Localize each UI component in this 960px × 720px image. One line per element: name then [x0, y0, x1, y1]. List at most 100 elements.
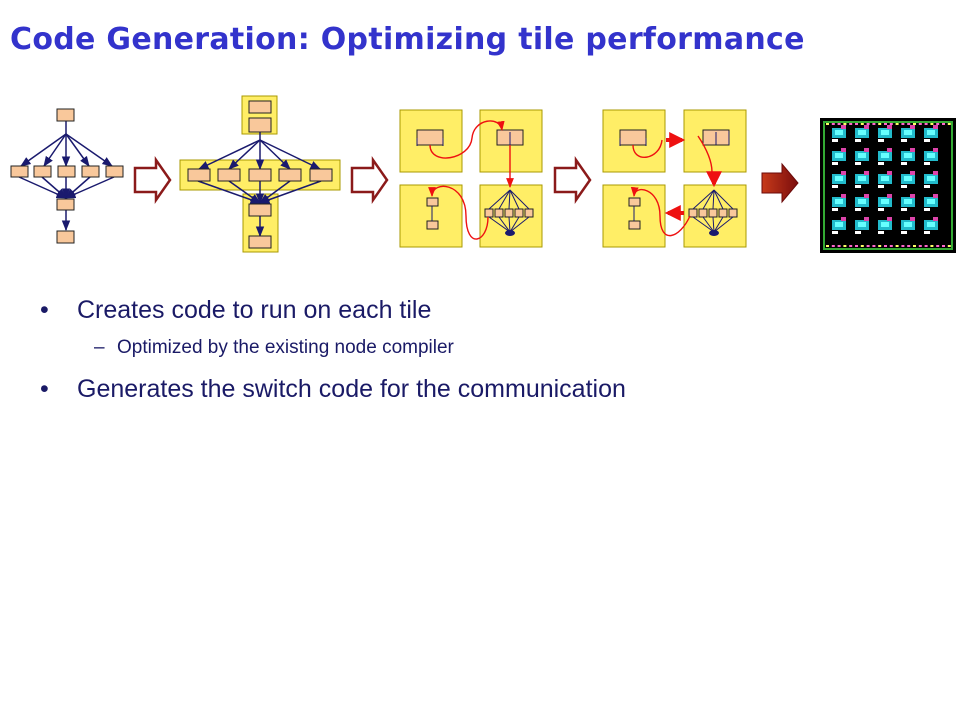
- chip-io: [947, 245, 951, 247]
- chip-io: [855, 245, 858, 247]
- chip-switch: [864, 148, 869, 152]
- chip-switch: [841, 217, 846, 221]
- chip-core: [881, 130, 889, 135]
- chip-switch: [887, 217, 892, 221]
- chip-io: [942, 245, 945, 247]
- chip-pad: [832, 139, 838, 142]
- chip-io: [913, 123, 916, 125]
- chip-io: [918, 245, 922, 247]
- chip-io: [849, 245, 853, 247]
- chip-pad: [878, 139, 884, 142]
- sub-bullet-item: – Optimized by the existing node compile…: [40, 337, 940, 359]
- chip-core: [881, 222, 889, 227]
- chip-io: [860, 123, 864, 125]
- chip-io: [837, 245, 841, 247]
- chip-pad: [901, 162, 907, 165]
- chip-io: [907, 245, 911, 247]
- chip-core: [881, 199, 889, 204]
- chip-switch: [841, 171, 846, 175]
- chip-io: [947, 123, 951, 125]
- chip-switch: [933, 171, 938, 175]
- chip-pad: [832, 231, 838, 234]
- chip-core: [904, 130, 912, 135]
- chip-io: [884, 123, 887, 125]
- chip-io: [860, 245, 864, 247]
- chip-switch: [910, 125, 915, 129]
- chip-io: [884, 245, 887, 247]
- chip-core: [835, 199, 843, 204]
- chip-switch: [841, 194, 846, 198]
- chip-pad: [901, 208, 907, 211]
- chip-pad: [855, 139, 861, 142]
- bullet-marker: •: [40, 296, 49, 324]
- chip-core: [927, 153, 935, 158]
- chip-pad: [901, 185, 907, 188]
- sub-bullet-marker: –: [94, 337, 105, 358]
- chip-switch: [933, 125, 938, 129]
- chip-switch: [864, 125, 869, 129]
- chip-switch: [864, 171, 869, 175]
- chip-core: [927, 199, 935, 204]
- chip-pad: [878, 185, 884, 188]
- chip-io: [936, 123, 940, 125]
- stage-stream-graph: [10, 108, 124, 244]
- stage-arrow-icon: [761, 162, 799, 204]
- chip-io: [831, 123, 835, 125]
- chip-core: [904, 153, 912, 158]
- chip-switch: [933, 217, 938, 221]
- chip-io: [907, 123, 911, 125]
- chip-switch: [910, 217, 915, 221]
- chip-pad: [855, 231, 861, 234]
- chip-core: [858, 199, 866, 204]
- stage-tile-assignment: [399, 109, 543, 248]
- chip-io: [843, 245, 847, 247]
- chip-io: [826, 245, 829, 247]
- chip-io: [942, 123, 945, 125]
- bullet-marker: •: [40, 375, 49, 403]
- chip-core: [835, 130, 843, 135]
- chip-io: [936, 245, 940, 247]
- stage-arrow-icon: [350, 156, 389, 204]
- chip-switch: [887, 148, 892, 152]
- chip-core: [904, 222, 912, 227]
- sub-bullet-text: Optimized by the existing node compiler: [117, 337, 454, 358]
- stage-partitioned-graph: [179, 95, 341, 253]
- chip-io: [831, 245, 835, 247]
- chip-io: [913, 245, 916, 247]
- chip-io: [866, 123, 870, 125]
- chip-pad: [832, 185, 838, 188]
- chip-switch: [887, 125, 892, 129]
- chip-io: [901, 123, 905, 125]
- chip-core: [881, 153, 889, 158]
- chip-pad: [878, 231, 884, 234]
- chip-core: [858, 176, 866, 181]
- chip-io: [826, 123, 829, 125]
- chip-io: [918, 123, 922, 125]
- chip-switch: [841, 148, 846, 152]
- chip-core: [835, 176, 843, 181]
- chip-io: [872, 123, 876, 125]
- chip-core: [927, 222, 935, 227]
- chip-io: [930, 123, 934, 125]
- chip-io: [895, 245, 899, 247]
- chip-io: [895, 123, 899, 125]
- pipeline-diagram: [10, 95, 956, 253]
- chip-layout-icon: [820, 118, 956, 253]
- chip-pad: [924, 162, 930, 165]
- chip-io: [837, 123, 841, 125]
- bullet-text: Generates the switch code for the commun…: [77, 375, 626, 403]
- chip-pad: [832, 162, 838, 165]
- bullet-text: Creates code to run on each tile: [77, 296, 432, 324]
- chip-switch: [841, 125, 846, 129]
- chip-core: [858, 153, 866, 158]
- chip-core: [858, 222, 866, 227]
- stage-arrow-icon: [553, 156, 592, 204]
- bullet-list: • Creates code to run on each tile – Opt…: [40, 296, 940, 418]
- stage-arrow-icon: [133, 156, 172, 204]
- chip-switch: [887, 171, 892, 175]
- chip-switch: [910, 148, 915, 152]
- chip-io: [924, 123, 928, 125]
- chip-switch: [887, 194, 892, 198]
- chip-io: [849, 123, 853, 125]
- chip-pad: [901, 231, 907, 234]
